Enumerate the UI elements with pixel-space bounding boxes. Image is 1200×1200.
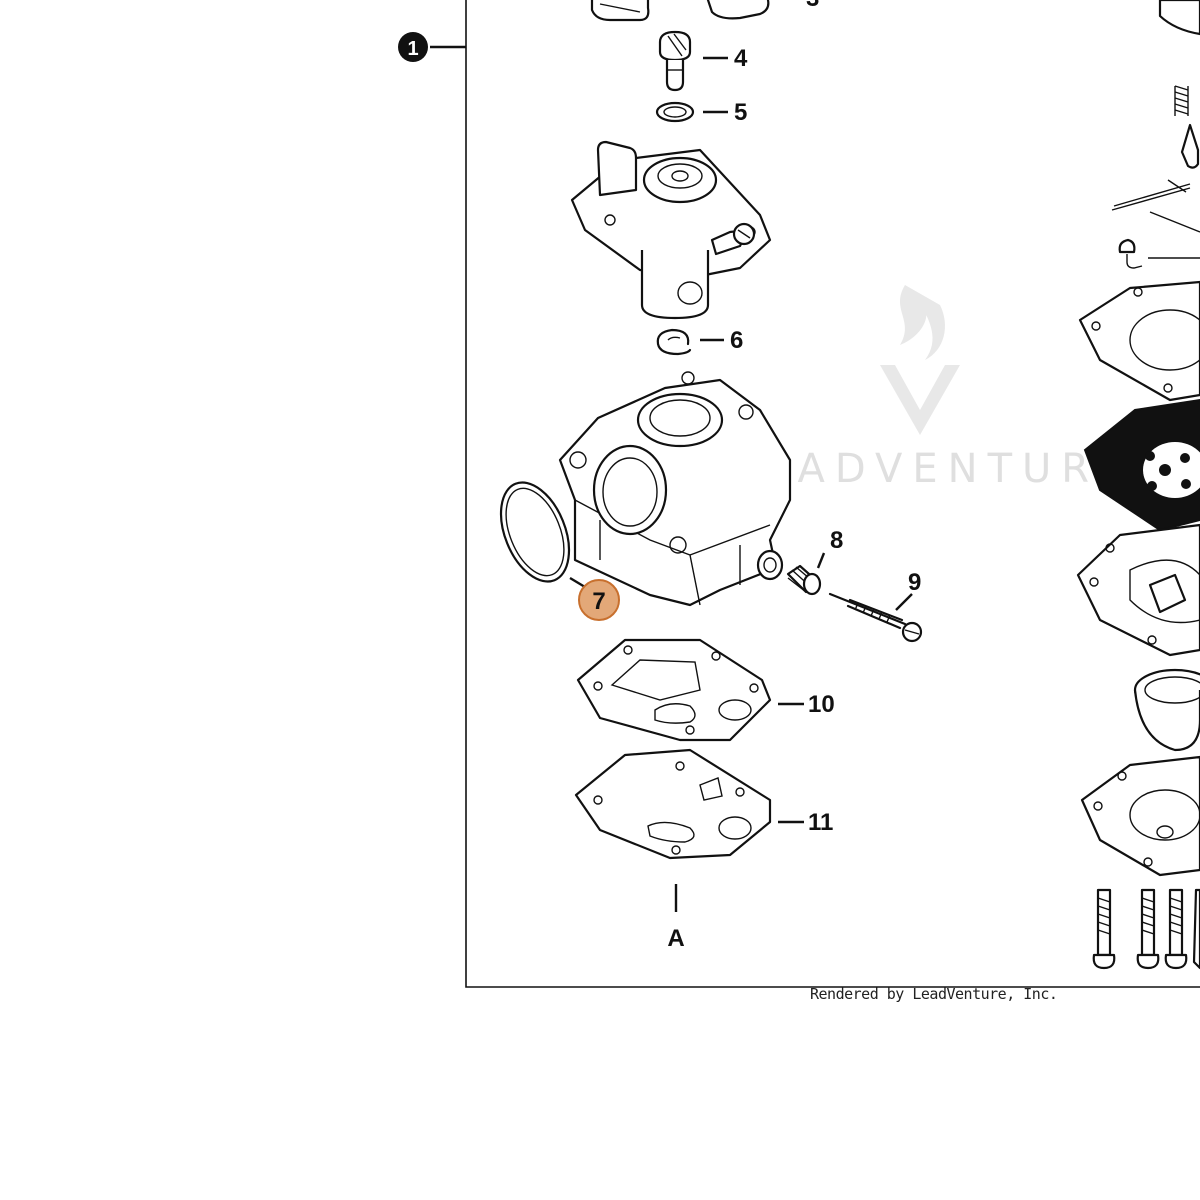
right-column-parts — [1076, 0, 1200, 970]
part-5-washer[interactable] — [655, 101, 695, 123]
callout-7[interactable]: 7 — [592, 588, 605, 615]
leadventure-watermark: LEADVENTURE — [730, 285, 1134, 492]
carburetor-body[interactable] — [558, 371, 792, 607]
assembly-marker-1[interactable]: 1 — [398, 32, 428, 62]
callout-5[interactable]: 5 — [734, 99, 747, 126]
callout-A[interactable]: A — [667, 925, 684, 952]
part-6-eclip[interactable] — [656, 328, 692, 356]
part-3-bracket[interactable] — [590, 0, 770, 22]
render-credit: Rendered by LeadVenture, Inc. — [810, 985, 1058, 1003]
watermark-text: LEADVENTURE — [730, 446, 1134, 492]
part-4-screw[interactable] — [658, 30, 692, 92]
mounting-screws — [1092, 888, 1200, 970]
part-10-gasket[interactable] — [576, 638, 772, 742]
callout-3[interactable]: 3 — [806, 0, 819, 12]
assembly-marker-label: 1 — [407, 38, 418, 60]
throttle-lever-assembly[interactable] — [570, 140, 772, 320]
callout-4[interactable]: 4 — [734, 45, 748, 72]
part-9-needle[interactable] — [828, 592, 923, 643]
leader-8 — [816, 552, 826, 569]
callout-11[interactable]: 11 — [808, 809, 833, 836]
diagram-frame — [465, 0, 1200, 988]
leader-9 — [895, 593, 913, 611]
part-7-oring[interactable] — [488, 473, 583, 592]
part-8-spring[interactable] — [786, 564, 822, 596]
callout-10[interactable]: 10 — [808, 691, 835, 718]
callout-8[interactable]: 8 — [830, 527, 843, 554]
callout-7-highlight[interactable]: 7 — [578, 579, 620, 621]
callout-9[interactable]: 9 — [908, 569, 921, 596]
callout-6[interactable]: 6 — [730, 327, 743, 354]
part-11-gasket[interactable] — [574, 748, 772, 860]
